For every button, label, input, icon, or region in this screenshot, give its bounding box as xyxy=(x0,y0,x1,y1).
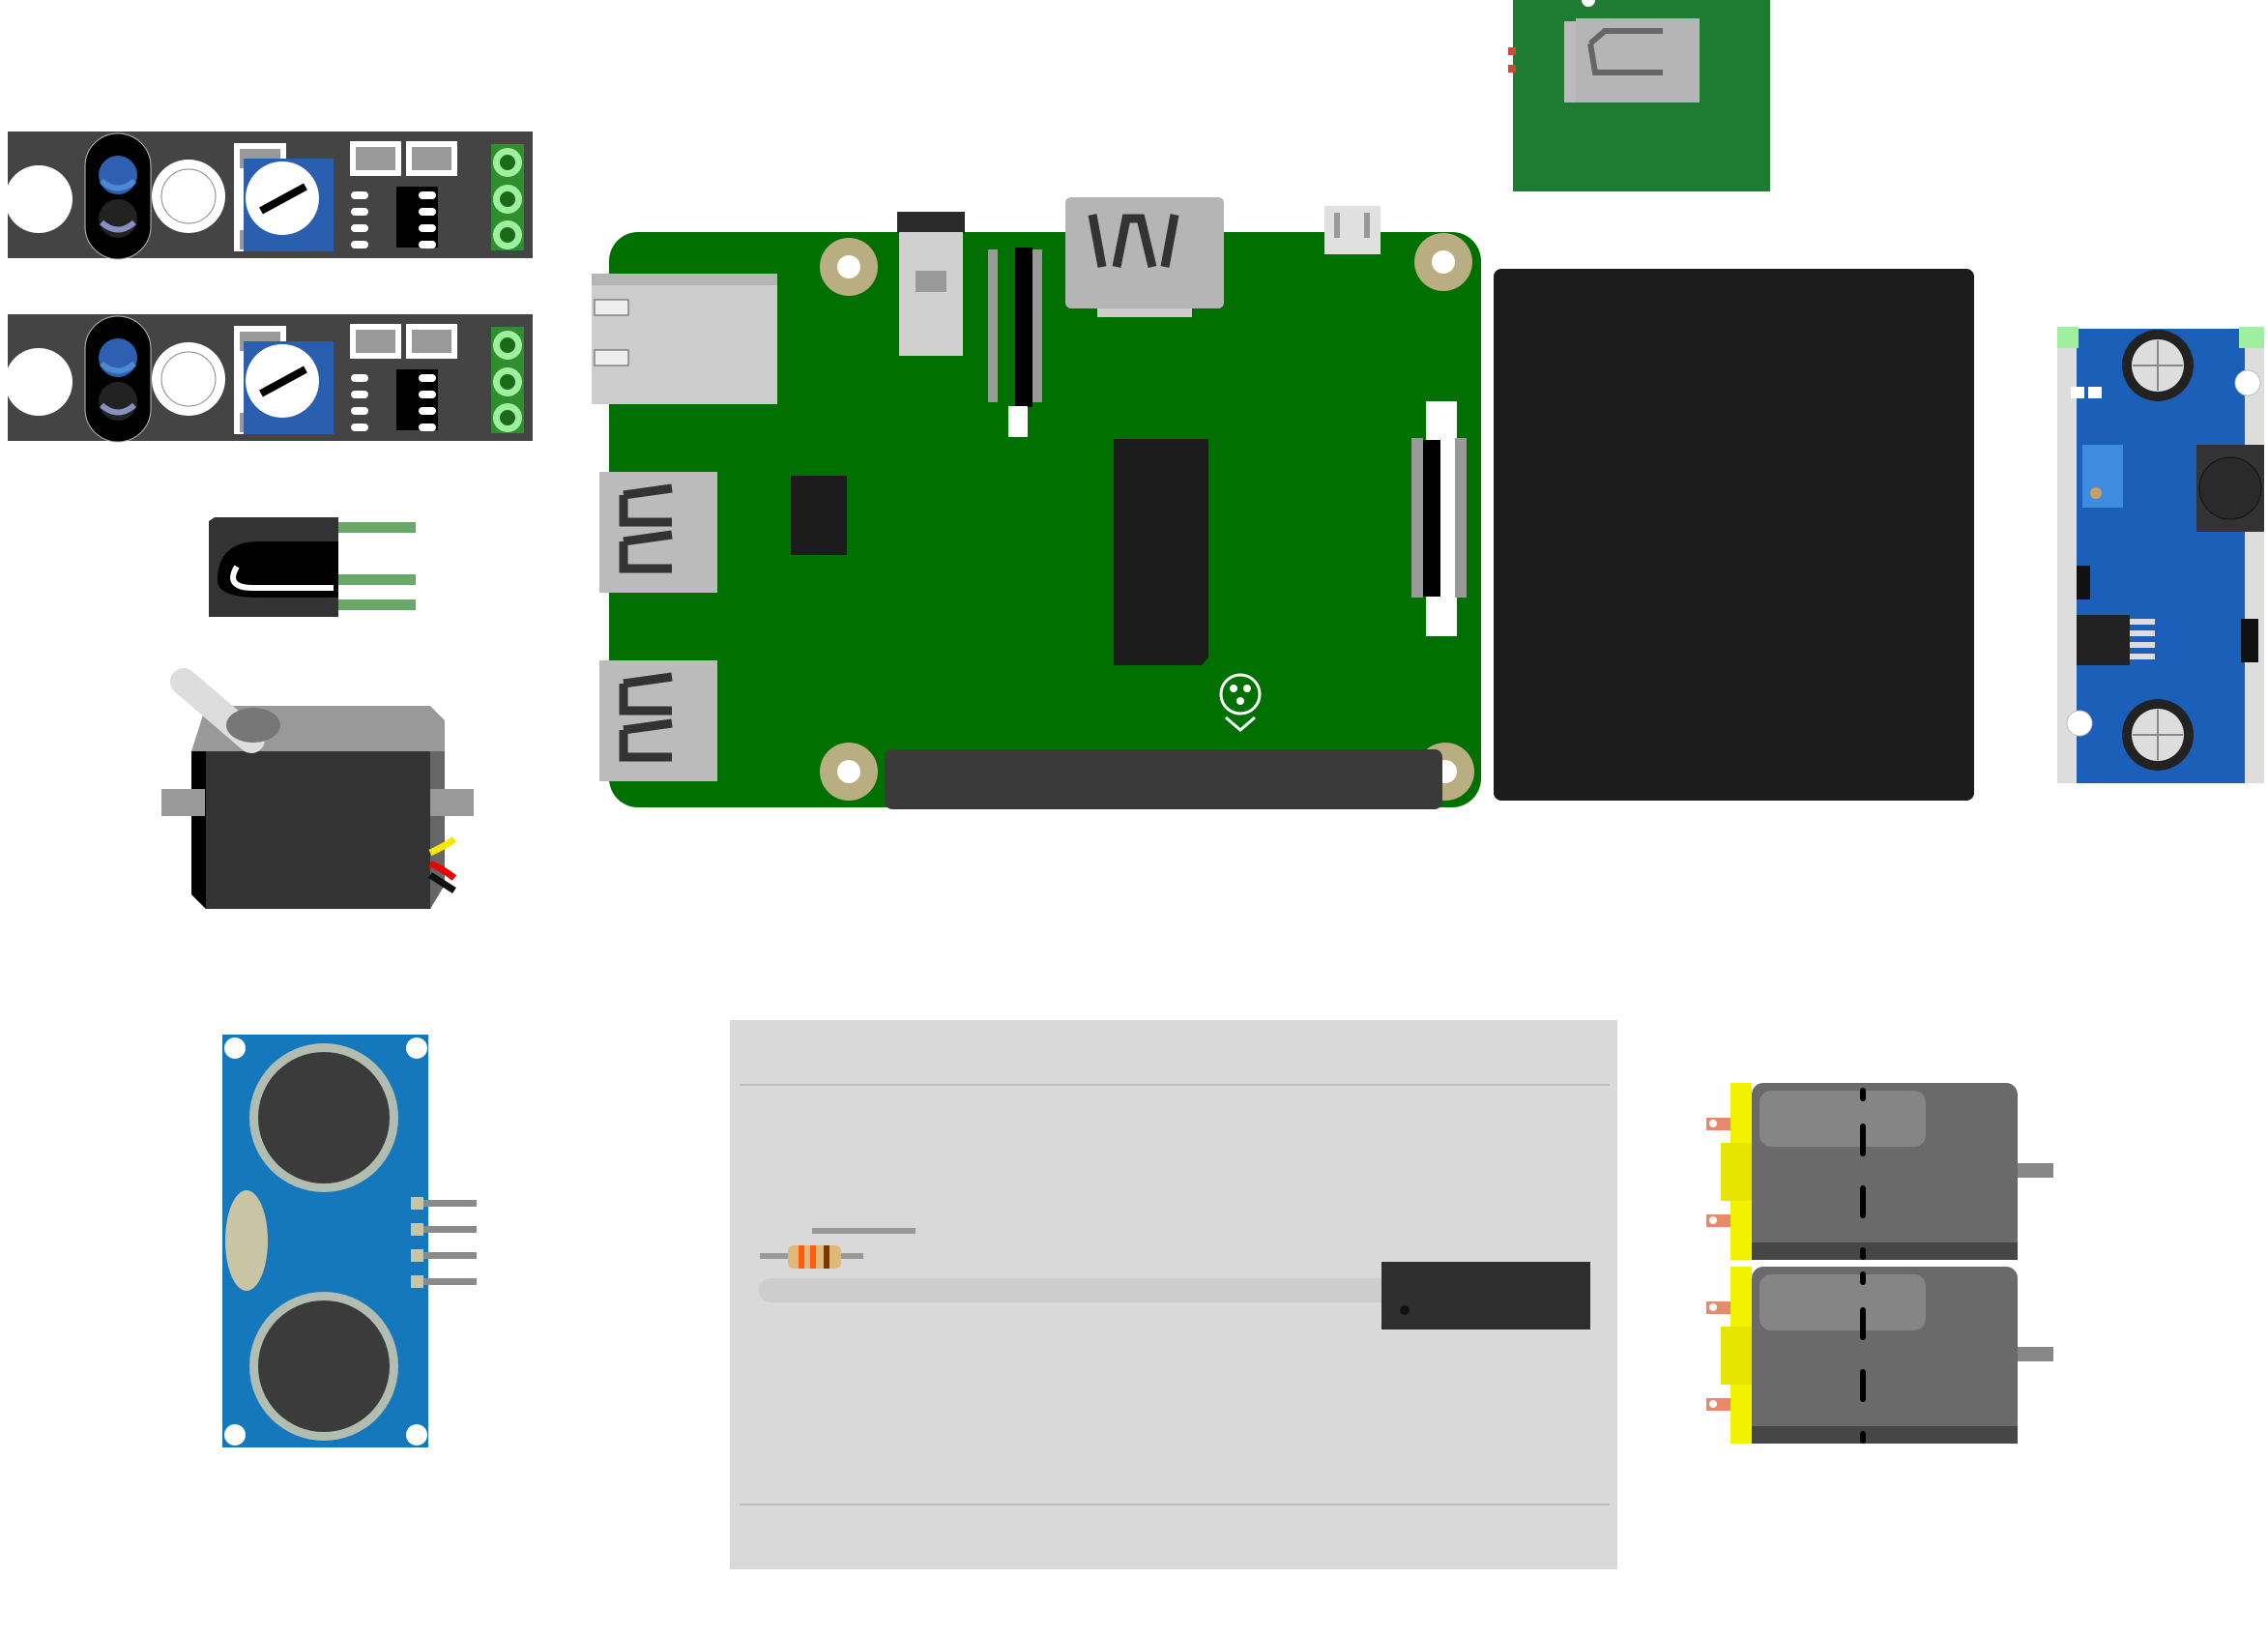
pin-g[interactable] xyxy=(493,403,522,432)
pin-s[interactable] xyxy=(493,331,522,360)
soc-chip xyxy=(1114,439,1208,665)
audio-jack xyxy=(897,212,965,356)
pin-g[interactable] xyxy=(493,220,522,249)
raspberry-logo-icon xyxy=(1219,673,1262,732)
dc-motor-2 xyxy=(1706,1267,2053,1444)
usb-power-module xyxy=(1508,0,1770,191)
ir-line-follower-1 xyxy=(5,131,533,260)
ethernet-port xyxy=(592,274,777,404)
voltage-regulator xyxy=(2057,327,2264,783)
lan-chip xyxy=(791,476,847,555)
ir-line-follower-2 xyxy=(5,314,533,443)
pi-mount-hole xyxy=(820,743,878,801)
dc-motor-1 xyxy=(1706,1083,2053,1260)
pin-vplus[interactable] xyxy=(493,367,522,396)
l293d-chip xyxy=(1381,1262,1590,1329)
pi-mount-hole xyxy=(820,238,878,296)
ir-diode xyxy=(209,517,416,617)
ultrasonic-sensor xyxy=(222,1035,477,1447)
raspberry-pi xyxy=(592,197,1481,809)
battery-pack xyxy=(1494,269,1974,801)
usb-port-top xyxy=(599,472,717,593)
usb-port-bottom xyxy=(599,660,717,781)
breadboard-center-channel xyxy=(759,1278,1436,1302)
pin-vplus[interactable] xyxy=(493,185,522,214)
camera-connector xyxy=(988,248,1042,437)
hdmi-port xyxy=(1065,197,1224,317)
power-port xyxy=(1324,206,1381,254)
gpio-header xyxy=(885,749,1442,809)
pi-mount-hole xyxy=(1414,233,1472,291)
servo xyxy=(161,668,474,909)
pin-s[interactable] xyxy=(493,148,522,177)
resistor-330 xyxy=(760,1245,863,1269)
display-connector xyxy=(1411,401,1467,636)
